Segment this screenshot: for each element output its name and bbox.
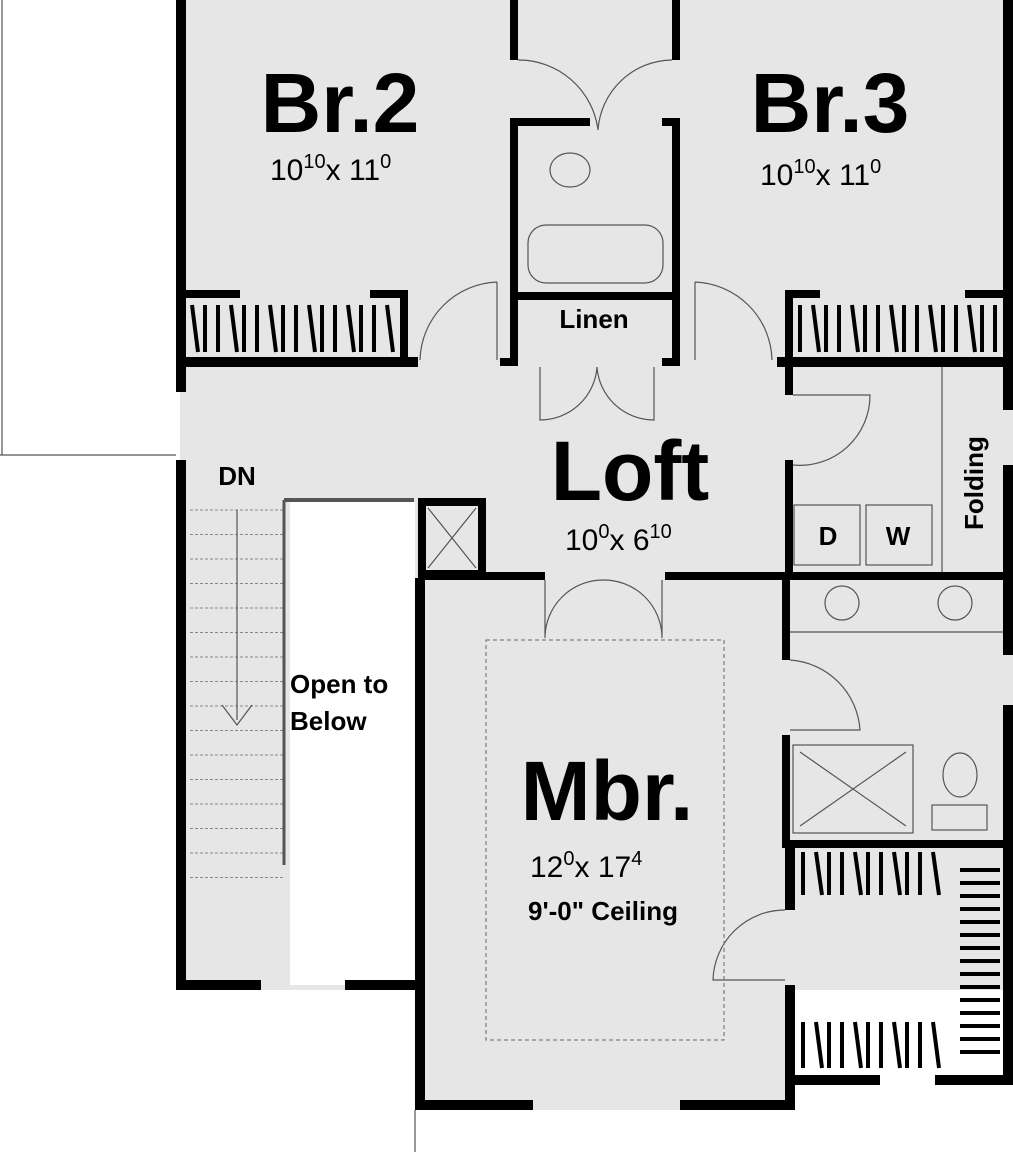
closet-hanger <box>928 304 938 353</box>
room-dim-br2: 1010x 110 <box>270 151 391 187</box>
open-to-below-area <box>290 502 415 985</box>
closet-hanger <box>229 304 239 353</box>
label-dryer: D <box>819 521 838 551</box>
closet-hanger <box>931 1021 941 1069</box>
shower-icon <box>792 744 914 834</box>
label-open-to: Open to <box>290 669 388 699</box>
room-dim-loft: 100x 610 <box>565 521 672 557</box>
closet-hanger <box>892 851 902 896</box>
toilet-icon <box>549 152 591 188</box>
closet-hanger <box>892 1021 902 1069</box>
sink-icon <box>937 585 973 621</box>
label-stair-dn: DN <box>218 461 256 491</box>
fixtures <box>190 152 1000 1069</box>
room-name-mbr: Mbr. <box>521 744 694 838</box>
closet-hanger <box>346 304 356 353</box>
mbr-ceiling: 9'-0" Ceiling <box>528 896 678 926</box>
closet-hanger <box>853 851 863 896</box>
closet-hanger <box>811 304 821 353</box>
closet-hanger <box>814 1021 824 1069</box>
closet-hanger <box>307 304 317 353</box>
closet-hanger <box>931 851 941 896</box>
closet-hanger <box>268 304 278 353</box>
label-folding: Folding <box>959 436 989 530</box>
label-below: Below <box>290 706 367 736</box>
closet-hanger <box>190 304 200 353</box>
closet-hanger <box>385 304 395 353</box>
door-swings <box>419 59 871 981</box>
room-dim-mbr: 120x 174 <box>530 848 642 884</box>
closet-hanger <box>889 304 899 353</box>
washer <box>865 504 933 566</box>
room-dim-br3: 1010x 110 <box>760 156 881 192</box>
closet-hanger <box>853 1021 863 1069</box>
sink-icon <box>824 585 860 621</box>
closet-hanger <box>850 304 860 353</box>
toilet-icon <box>942 752 978 798</box>
bathtub-icon <box>527 224 664 284</box>
room-name-loft: Loft <box>551 424 710 518</box>
label-washer: W <box>886 521 911 551</box>
mbr-floor <box>415 575 795 1110</box>
label-linen: Linen <box>559 304 628 334</box>
ceiling-outline <box>485 639 725 1041</box>
closet-hanger <box>814 851 824 896</box>
room-name-br2: Br.2 <box>261 56 420 150</box>
closet-hanger <box>967 304 977 353</box>
dryer <box>793 504 861 566</box>
walls <box>176 0 1013 1110</box>
room-name-br3: Br.3 <box>751 56 910 150</box>
